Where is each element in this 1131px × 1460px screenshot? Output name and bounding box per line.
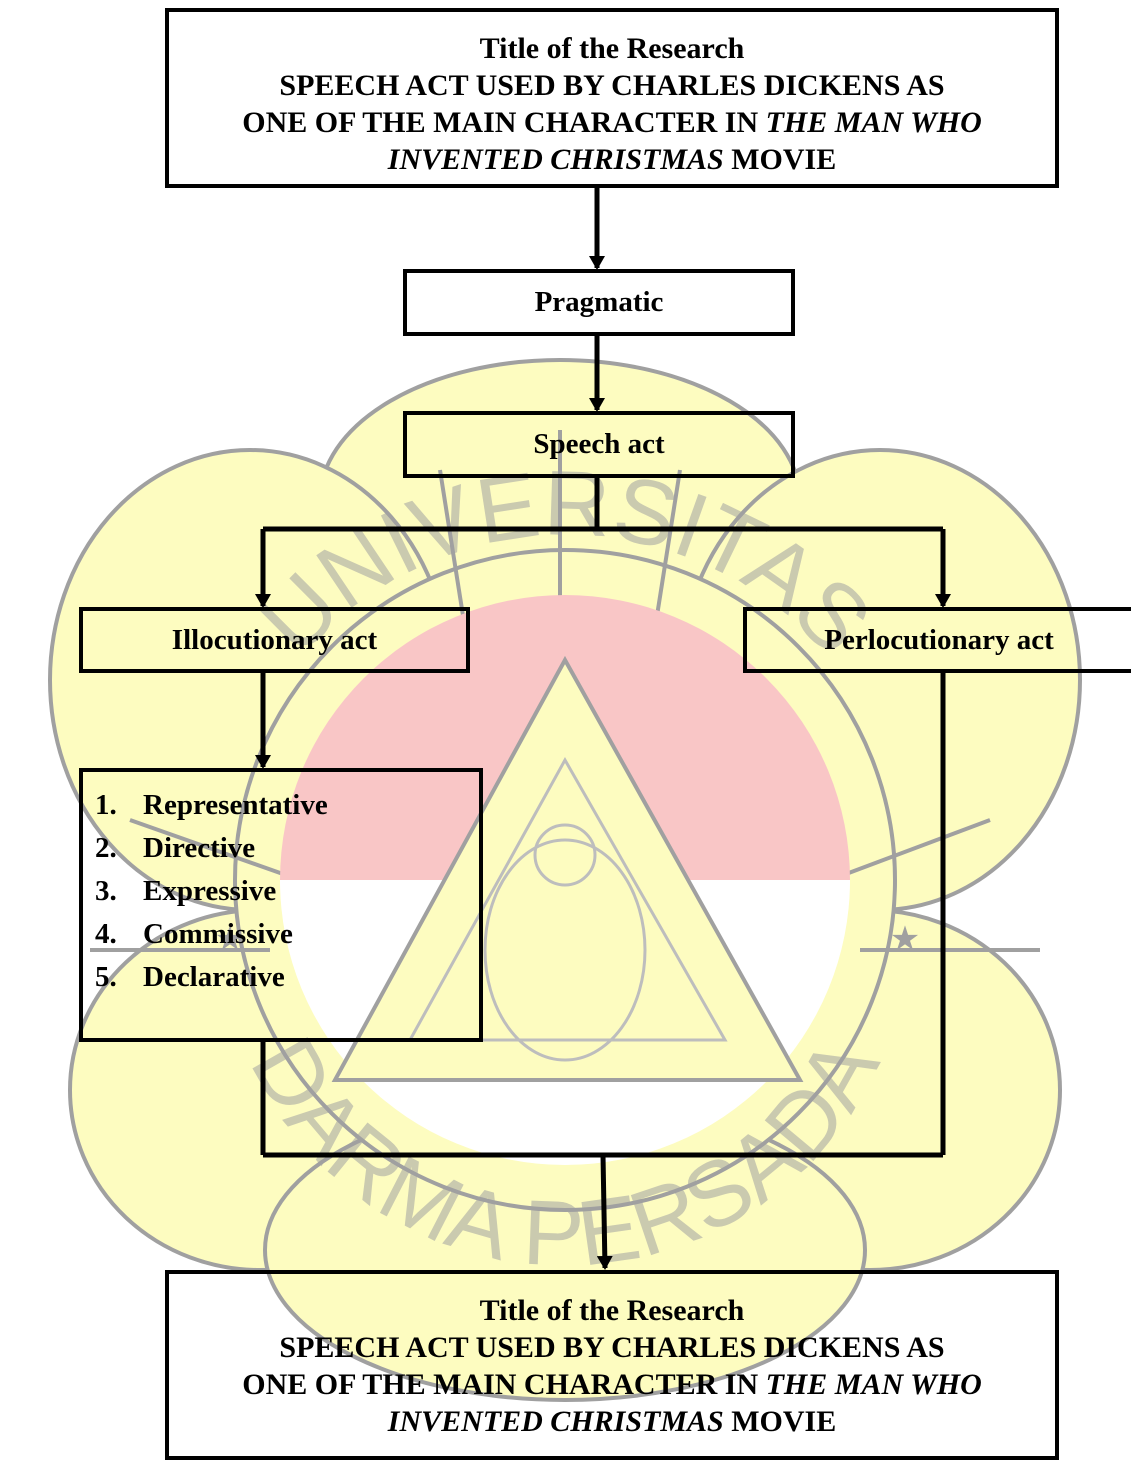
perlocutionary-act-box: Perlocutionary act (743, 607, 1131, 673)
illocutionary-types-list: 1.Representative 2.Directive 3.Expressiv… (79, 768, 483, 1042)
svg-text:★: ★ (890, 921, 920, 958)
perlocutionary-act-label: Perlocutionary act (824, 623, 1054, 656)
title-line-1: SPEECH ACT USED BY CHARLES DICKENS AS (279, 1331, 945, 1364)
title-line-3: INVENTED CHRISTMAS MOVIE (387, 143, 837, 176)
pragmatic-label: Pragmatic (534, 286, 664, 318)
title-line-2: ONE OF THE MAIN CHARACTER IN THE MAN WHO (242, 1368, 982, 1401)
list-item: 5.Declarative (95, 961, 285, 993)
title-line-3: INVENTED CHRISTMAS MOVIE (387, 1405, 837, 1438)
title-box-top: Title of the Research SPEECH ACT USED BY… (165, 8, 1059, 188)
illocutionary-act-label: Illocutionary act (171, 623, 378, 656)
pragmatic-box: Pragmatic (403, 269, 795, 336)
arrow-to-bottom-title (596, 1154, 613, 1270)
svg-text:★: ★ (215, 921, 245, 958)
speech-act-box: Speech act (403, 411, 795, 478)
title-box-bottom: Title of the Research SPEECH ACT USED BY… (165, 1270, 1059, 1460)
title-heading: Title of the Research (479, 32, 745, 65)
list-item: 4.Commissive (95, 918, 293, 950)
speech-act-label: Speech act (533, 428, 665, 460)
title-heading: Title of the Research (479, 1294, 745, 1327)
list-item: 1.Representative (95, 789, 328, 821)
illocutionary-act-box: Illocutionary act (79, 607, 470, 673)
title-line-2: ONE OF THE MAIN CHARACTER IN THE MAN WHO (242, 106, 982, 139)
list-item: 2.Directive (95, 832, 256, 864)
list-item: 3.Expressive (95, 875, 277, 907)
title-line-1: SPEECH ACT USED BY CHARLES DICKENS AS (279, 69, 945, 102)
seal-emblem: ★ ★ (215, 595, 920, 1165)
